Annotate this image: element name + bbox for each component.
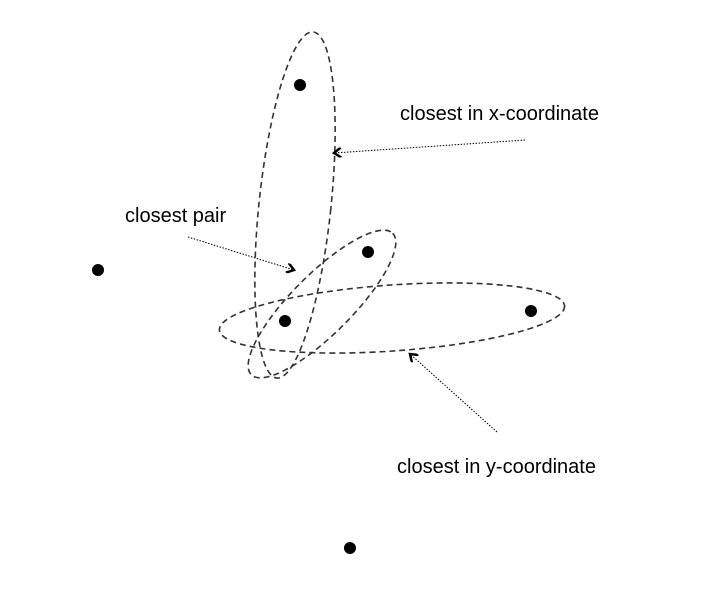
arrow-closest-x [334,139,526,153]
ellipse-closest-x [254,31,336,379]
point [525,305,537,317]
point [294,79,306,91]
label-closest-pair: closest pair [125,205,227,227]
arrow-closest-y [410,354,498,433]
point [279,315,291,327]
label-closest-x: closest in x-coordinate [400,103,599,125]
point [92,264,104,276]
arrow-closest-pair [187,236,294,270]
label-closest-y: closest in y-coordinate [397,456,596,478]
ellipse-closest-pair [247,229,397,379]
point [362,246,374,258]
ellipse-closest-y [218,282,566,354]
point [344,542,356,554]
